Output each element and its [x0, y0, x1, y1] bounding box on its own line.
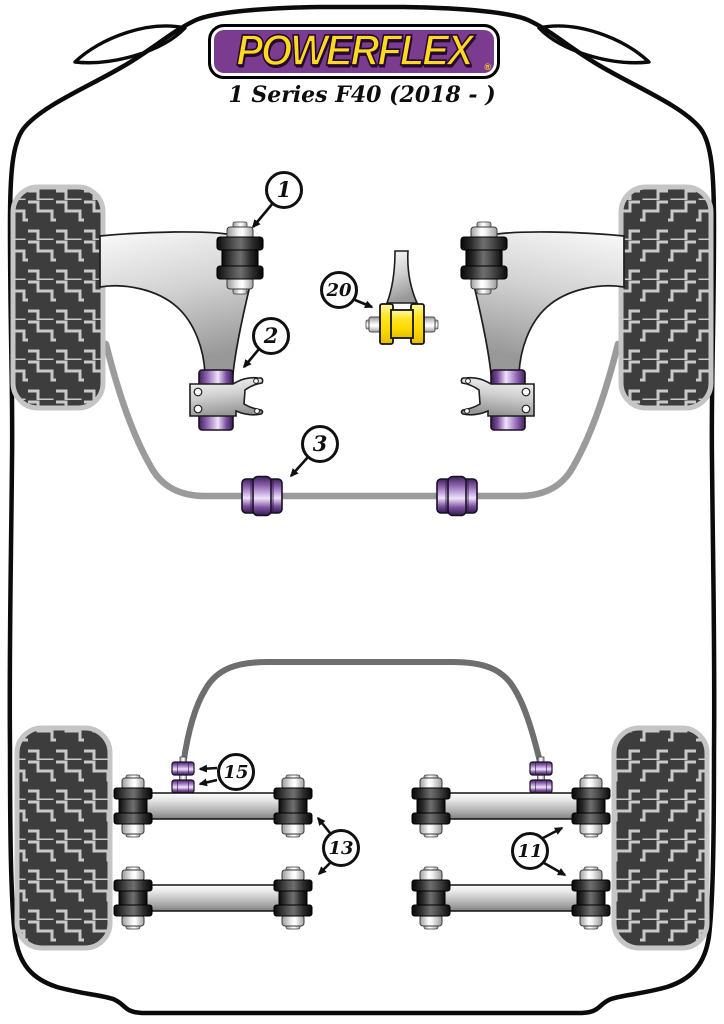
callout-3[interactable]: 3	[289, 425, 339, 478]
svg-text:15: 15	[223, 762, 248, 783]
front-anti-roll-bar-bushing-left	[241, 475, 283, 517]
front-control-arm	[99, 231, 253, 375]
svg-text:1: 1	[277, 177, 292, 202]
rear-right-assembly	[412, 728, 707, 948]
svg-text:20: 20	[325, 280, 352, 301]
powerflex-logo-text: POWERFLEX	[236, 26, 475, 75]
rear-left-tire	[14, 725, 113, 951]
powerflex-logo: POWERFLEX ®	[208, 24, 500, 79]
svg-text:11: 11	[517, 841, 542, 862]
svg-text:13: 13	[328, 838, 353, 859]
svg-text:3: 3	[313, 431, 328, 456]
engine-mount-bushing-center	[390, 309, 414, 339]
front-arm-rear-bushing	[216, 221, 264, 295]
callout-1[interactable]: 1	[252, 171, 303, 229]
vehicle-title: 1 Series F40 (2018 - )	[228, 82, 496, 108]
rear-left-assembly	[14, 725, 313, 951]
front-anti-roll-bar-bushing-right	[436, 475, 478, 517]
registered-trademark: ®	[484, 62, 491, 72]
svg-text:2: 2	[263, 323, 279, 348]
anti-roll-bar-drop-link	[171, 756, 195, 799]
rear-lower-arm	[113, 866, 313, 930]
callout-2[interactable]: 2	[243, 317, 290, 369]
rear-upper-arm	[113, 774, 313, 838]
front-arm-front-bushing-clamp	[189, 369, 264, 431]
left-mirror-outline	[73, 24, 187, 65]
rear-anti-roll-bar	[180, 659, 544, 769]
front-anti-roll-bar	[102, 340, 622, 500]
callout-20[interactable]: 20	[320, 271, 374, 309]
front-left-assembly	[10, 184, 264, 431]
front-left-tire	[10, 184, 106, 411]
front-right-assembly	[461, 187, 711, 430]
callout-11[interactable]: 11	[511, 826, 567, 877]
car-body-outline	[7, 4, 717, 1016]
callout-13[interactable]: 13	[316, 816, 360, 876]
lower-engine-mount	[365, 250, 439, 345]
right-mirror-outline	[537, 24, 651, 65]
callout-15[interactable]: 15	[198, 753, 255, 791]
